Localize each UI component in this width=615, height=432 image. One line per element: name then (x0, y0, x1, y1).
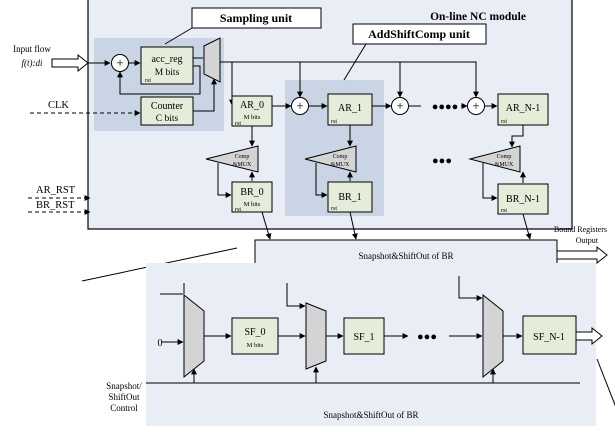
comp-mux-0-top: Comp (235, 154, 250, 160)
ar-rst-label: AR_RST (36, 185, 76, 196)
adder-n-symbol: + (472, 98, 479, 113)
br-rst-label: BR_RST (36, 200, 75, 211)
ar0-size: M bits (244, 114, 261, 121)
wire-counter-mux (193, 78, 217, 112)
brn-rst: rst (501, 208, 507, 214)
br0-rst: rst (235, 207, 241, 213)
shift-mux-0 (183, 293, 205, 379)
wire-compn-brn (482, 163, 498, 201)
wire-br1-snapshot (349, 211, 358, 240)
input-flow-label: Input flow (13, 44, 51, 54)
adder-n (467, 97, 485, 115)
ar0-rst: rst (235, 121, 241, 127)
sf0-name: SF_0 (244, 327, 265, 338)
wire-bus-addern (400, 61, 479, 98)
br1-name: BR_1 (338, 192, 361, 203)
acc-reg-rst: rst (145, 78, 151, 84)
shift-output-arrow (575, 326, 603, 346)
comp-mux-n-top: Comp (497, 154, 512, 160)
sf-ellipsis: ●●● (417, 331, 437, 343)
sf1-name: SF_1 (353, 332, 374, 343)
br0-block (231, 181, 273, 213)
input-flow-arrow (51, 53, 89, 73)
output-arrow (556, 245, 608, 265)
sampling-callout-leader (164, 27, 193, 45)
wire-arn-comp (509, 125, 524, 148)
br0-name: BR_0 (240, 187, 263, 198)
sfn-name: SF_N-1 (533, 332, 565, 343)
wire-acc-feedback (117, 65, 201, 95)
counter-size: C bits (156, 114, 179, 124)
bound-output-label: Output (576, 236, 599, 245)
module-title: On-line NC module (430, 11, 526, 23)
brn-block (497, 183, 549, 215)
br1-rst: rst (331, 206, 337, 212)
comp-mux-n (468, 145, 521, 173)
brn-name: BR_N-1 (506, 194, 540, 205)
snapshot-detail-caption: Snapshot&ShiftOut of BR (323, 410, 418, 420)
comp-mux-1-bottom: &MUX (331, 162, 350, 168)
ar-chain-ellipsis: ●●●● (432, 101, 459, 113)
sf0-size: M bits (247, 342, 264, 349)
sampling-callout: Sampling unit (220, 11, 292, 25)
sampling-callout-box (191, 7, 322, 29)
acc-reg-name: acc_reg (151, 54, 182, 65)
arn-rst: rst (501, 119, 507, 125)
adder-1 (291, 97, 309, 115)
counter-name: Counter (151, 101, 184, 112)
comp-mux-0 (205, 145, 259, 173)
clk-label: CLK (48, 100, 69, 111)
wire-br0-snapshot (261, 211, 272, 240)
comp-mux-1 (304, 145, 357, 173)
comp-mux-0-bottom: &MUX (233, 162, 252, 168)
addshift-callout: AddShiftComp unit (368, 27, 470, 41)
control-label-3: Control (110, 403, 138, 413)
addshift-callout-box (352, 23, 487, 45)
shift-mux-1 (305, 302, 327, 370)
zero-input: 0 (158, 338, 163, 349)
wire-brn-muxn (458, 276, 483, 301)
wire-comp0-br0 (217, 163, 232, 198)
input-flow-signal: f(t):di (22, 58, 43, 68)
shift-mux-n (482, 293, 504, 379)
counter-block (140, 96, 194, 126)
wire-br1-mux1 (286, 283, 306, 309)
control-label-1: Snapshot/ (106, 381, 142, 391)
comp-ellipsis: ●●● (432, 155, 452, 167)
adder-2 (391, 97, 409, 115)
adder-1-symbol: + (296, 98, 303, 113)
arn-name: AR_N-1 (506, 103, 540, 114)
snapshot-box-label: Snapshot&ShiftOut of BR (358, 251, 453, 261)
comp-mux-1-top: Comp (333, 154, 348, 160)
ar1-name: AR_1 (338, 103, 362, 114)
control-label-2: ShiftOut (108, 392, 140, 402)
ar0-name: AR_0 (240, 100, 264, 111)
wire-brn-snapshot (522, 213, 532, 240)
adder-input-symbol: + (116, 55, 123, 70)
adder-2-symbol: + (396, 98, 403, 113)
wire-comp1-br1 (315, 163, 328, 198)
ar0-block (231, 95, 273, 127)
arn-block (497, 93, 549, 126)
br0-size: M bits (244, 201, 261, 208)
ar1-block (327, 93, 373, 126)
zoom-line-right (596, 358, 615, 407)
ar1-rst: rst (331, 119, 337, 125)
sampling-mux (203, 37, 221, 83)
comp-mux-n-bottom: &MUX (495, 162, 514, 168)
bound-registers-label: Bound Registers (554, 225, 607, 234)
acc-reg-size: M bits (155, 68, 180, 78)
